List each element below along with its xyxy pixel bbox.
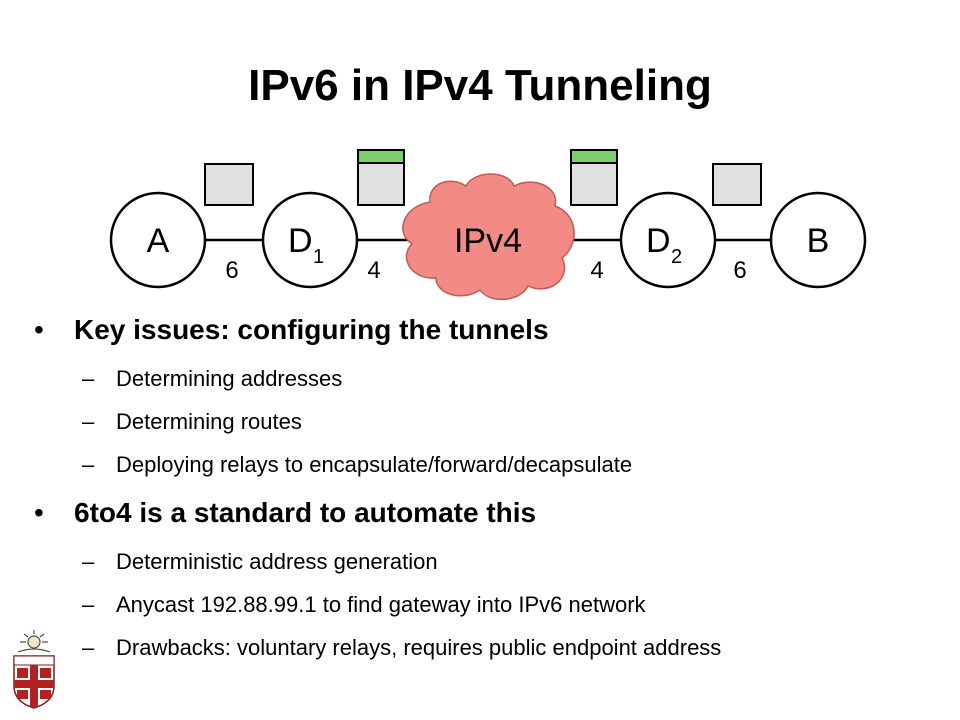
bullet-item: • 6to4 is a standard to automate this [30, 493, 940, 533]
sub-bullet-item: – Drawbacks: voluntary relays, requires … [30, 634, 940, 662]
sub-bullet-item: – Deterministic address generation [30, 548, 940, 576]
dash-marker: – [82, 592, 95, 617]
tunnel-diagram: A D 1 IPv4 D 2 B 6 4 4 6 [109, 149, 867, 301]
cloud-label: IPv4 [454, 222, 522, 260]
packet-ipv6-right [712, 163, 762, 206]
node-d1-label: D [288, 222, 313, 260]
bullet-list: • Key issues: configuring the tunnels – … [30, 308, 940, 662]
bullet-marker: • [34, 497, 44, 528]
sub-bullet-text: Determining addresses [116, 366, 343, 391]
sub-bullet-text: Deploying relays to encapsulate/forward/… [116, 452, 633, 477]
link-cloud-d2-label: 4 [590, 257, 603, 284]
node-b-label: B [807, 222, 830, 260]
ipv4-cloud [402, 173, 575, 301]
sub-bullet-item: – Determining addresses [30, 365, 940, 393]
link-a-d1-label: 6 [225, 257, 238, 284]
dash-marker: – [82, 366, 95, 391]
link-d2-b-label: 6 [733, 257, 746, 284]
node-a-label: A [147, 222, 170, 260]
packet-ipv6-left [204, 163, 254, 206]
sub-bullet-item: – Determining routes [30, 408, 940, 436]
node-d2 [619, 191, 717, 289]
dash-marker: – [82, 549, 95, 574]
node-d2-subscript: 2 [671, 246, 682, 268]
node-d1 [261, 191, 359, 289]
sub-bullet-text: Determining routes [116, 409, 302, 434]
sub-bullet-text: Deterministic address generation [116, 549, 438, 574]
sub-bullet-text: Anycast 192.88.99.1 to find gateway into… [116, 592, 646, 617]
bullet-text: 6to4 is a standard to automate this [74, 497, 537, 528]
dash-marker: – [82, 409, 95, 434]
dash-marker: – [82, 452, 95, 477]
node-b [769, 191, 867, 289]
bullet-marker: • [34, 314, 44, 345]
sub-bullet-item: – Deploying relays to encapsulate/forwar… [30, 451, 940, 479]
node-d2-label: D [646, 222, 671, 260]
university-shield-logo [13, 630, 55, 709]
node-d1-subscript: 1 [313, 246, 324, 268]
bullet-item: • Key issues: configuring the tunnels [30, 310, 940, 350]
bullet-text: Key issues: configuring the tunnels [74, 314, 549, 345]
sub-bullet-item: – Anycast 192.88.99.1 to find gateway in… [30, 591, 940, 619]
slide-title: IPv6 in IPv4 Tunneling [248, 61, 712, 110]
node-a [109, 191, 207, 289]
packet-encapsulated-left [357, 149, 405, 206]
link-d1-cloud-label: 4 [367, 257, 380, 284]
packet-encapsulated-right [570, 149, 618, 206]
sub-bullet-text: Drawbacks: voluntary relays, requires pu… [116, 635, 722, 660]
dash-marker: – [82, 635, 95, 660]
